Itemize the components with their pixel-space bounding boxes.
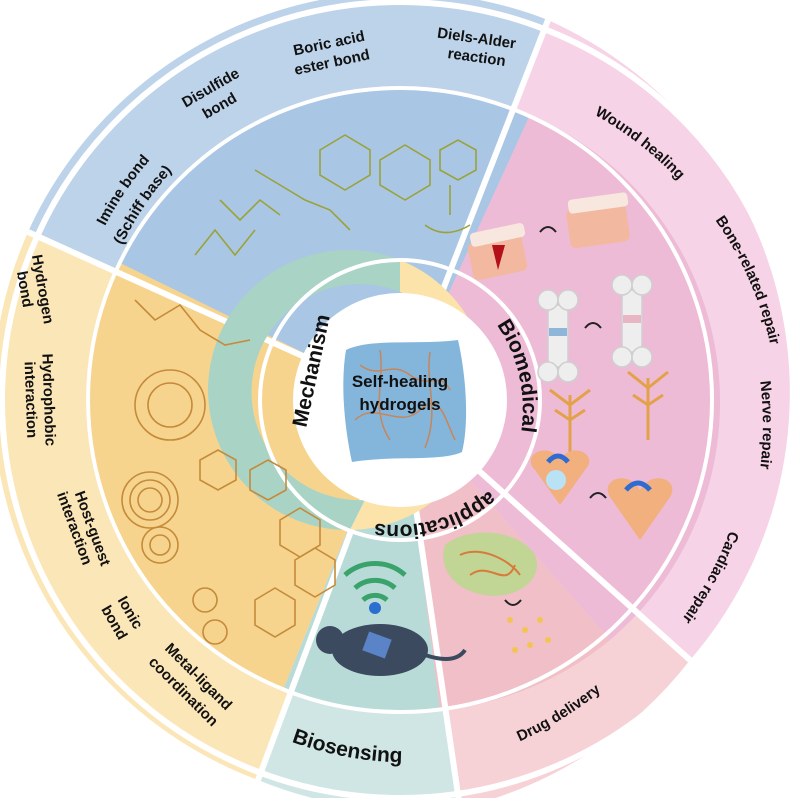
- chemistry-structures-top: [194, 134, 477, 257]
- mechanism-band: [208, 250, 400, 531]
- neuron-icon: [549, 370, 669, 460]
- network-strands: [354, 349, 456, 449]
- center-title-line1: Self-healing: [352, 372, 448, 391]
- center-hub: Self-healing hydrogels: [293, 293, 507, 507]
- chemistry-structures-left: [121, 299, 336, 645]
- bone-arrow-icon: [584, 322, 602, 329]
- nerve-repair-label: Nerve repair: [756, 380, 776, 471]
- hydrogen-label-2: bond: [13, 270, 36, 309]
- hydrophobic-label-2: interaction: [21, 361, 41, 438]
- heart-icon: [530, 450, 673, 540]
- ring-separator: [86, 86, 714, 714]
- hydrophobic-label-1: Hydrophobic: [38, 353, 58, 446]
- mouse-icon: [316, 624, 467, 676]
- bone-icon: [537, 274, 653, 383]
- center-title-line2: hydrogels: [359, 395, 440, 414]
- skin-wound-icon: [467, 192, 630, 281]
- wifi-icon: [343, 561, 407, 614]
- drug-delivery-icon: [443, 532, 551, 653]
